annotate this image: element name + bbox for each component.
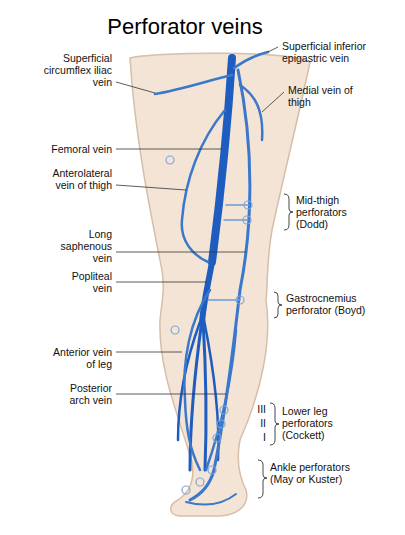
perforator-site — [182, 486, 190, 494]
callout-number: II — [250, 417, 266, 429]
bracket — [274, 292, 282, 318]
tibial-vein — [203, 320, 206, 470]
leader-line — [268, 47, 278, 52]
superficial-veins — [155, 52, 268, 505]
perforator-site — [220, 406, 228, 414]
diagram-title: Perforator veins — [0, 14, 370, 40]
bracket — [284, 194, 293, 230]
perforator — [208, 299, 240, 301]
perforator — [224, 219, 248, 221]
leader-line — [116, 394, 226, 395]
perforator-site — [243, 216, 251, 224]
perforator — [226, 204, 249, 206]
bracket — [270, 403, 279, 445]
anterolateral-vein — [182, 110, 225, 262]
vein-label: Mid-thigh perforators (Dodd) — [296, 194, 368, 230]
vein-label: Superficial circumflex iliac vein — [42, 52, 112, 88]
perforator-site — [171, 326, 179, 334]
leader-line — [116, 282, 207, 283]
perforator-site — [166, 156, 174, 164]
epigastric-vein — [234, 52, 268, 68]
perforator-site — [244, 201, 252, 209]
anterior-leg-vein — [184, 290, 210, 470]
perforator-site — [236, 296, 244, 304]
vein-label: Long saphenous vein — [52, 228, 112, 264]
callout-number: I — [250, 431, 266, 443]
perforator-site — [217, 420, 225, 428]
leg-outline — [130, 53, 310, 516]
vein-label: Anterolateral vein of thigh — [32, 167, 112, 191]
leader-line — [116, 149, 222, 150]
circumflex-iliac-vein — [155, 75, 232, 94]
perforator-site — [213, 434, 221, 442]
vein-label: Gastrocnemius perforator (Boyd) — [286, 292, 398, 316]
leader-line — [116, 82, 155, 93]
callout-number: III — [250, 403, 266, 415]
vein-label: Posterior arch vein — [52, 382, 112, 406]
leader-line — [262, 92, 284, 112]
long-saphenous-vein — [190, 70, 250, 500]
vein-label: Popliteal vein — [52, 270, 112, 294]
vein-label: Medial vein of thigh — [288, 84, 378, 108]
vein-label: Ankle perforators (May or Kuster) — [270, 461, 354, 485]
perforator-sites — [166, 156, 252, 494]
leader-line — [116, 252, 246, 253]
vein-label: Anterior vein of leg — [42, 346, 112, 370]
brackets — [258, 194, 293, 498]
perforator-site — [196, 478, 204, 486]
leader-line — [116, 185, 186, 190]
vein-label: Lower leg perforators (Cockett) — [282, 405, 352, 441]
popliteal-vein — [202, 262, 212, 322]
femoral-vein — [212, 58, 232, 262]
leader-lines — [116, 47, 284, 394]
vein-label: Superficial inferior epigastric vein — [282, 40, 400, 64]
posterior-arch-vein — [206, 330, 236, 470]
vein-label: Femoral vein — [32, 143, 112, 155]
bracket — [258, 460, 267, 498]
medial-thigh-vein — [240, 85, 262, 140]
leader-line — [116, 352, 182, 353]
perforator-site — [208, 466, 216, 474]
dorsal-venous-arch — [186, 494, 236, 505]
